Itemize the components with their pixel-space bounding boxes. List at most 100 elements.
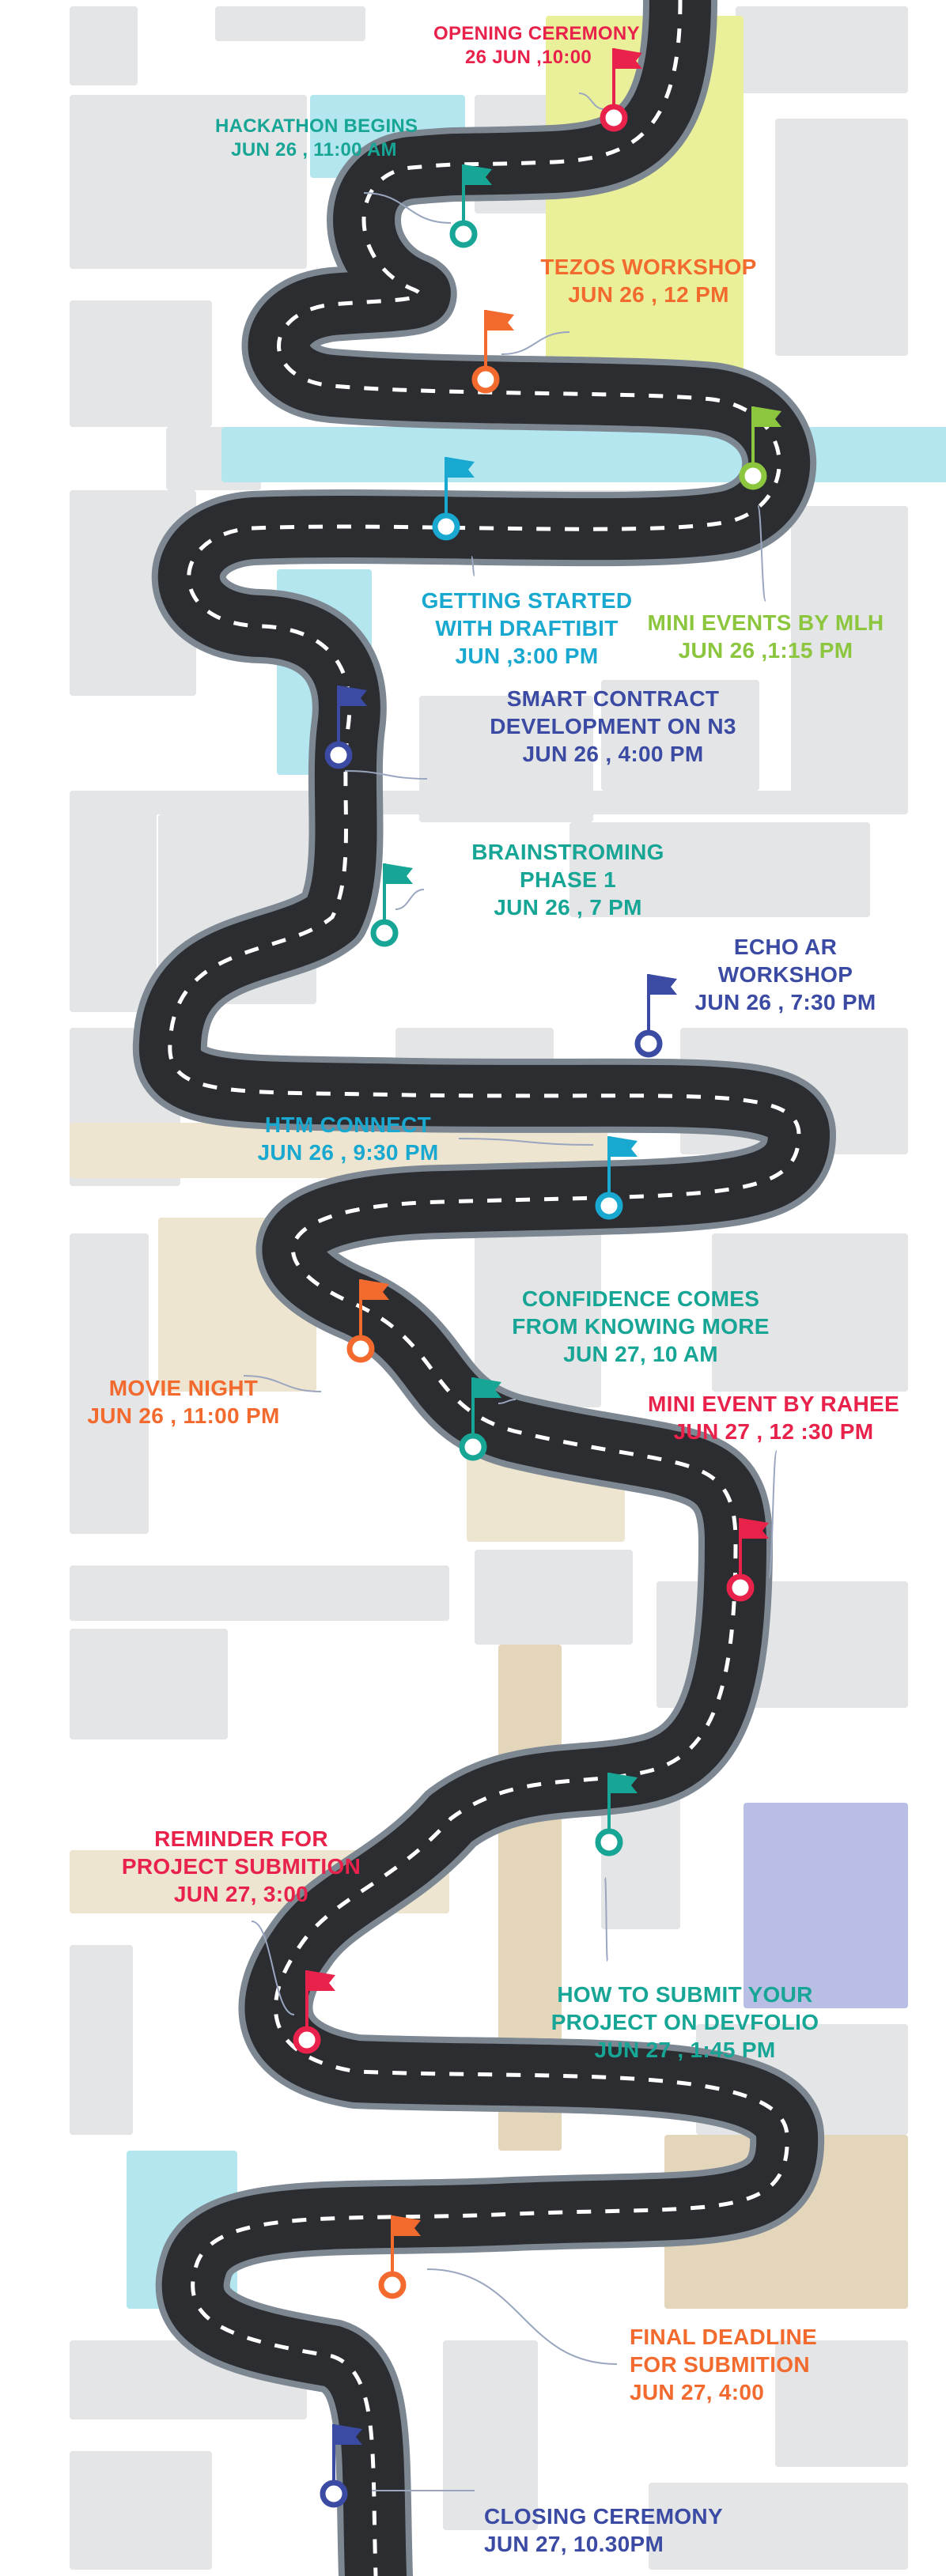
mini-events-mlh-label-line: MINI EVENTS BY MLH xyxy=(647,610,884,635)
tezos-workshop-connector xyxy=(501,331,570,355)
confidence-knowing-more-label-line: JUN 27, 10 AM xyxy=(563,1342,718,1366)
getting-started-draftbit-flag-icon xyxy=(446,457,475,478)
smart-contract-n3-label: SMART CONTRACT DEVELOPMENT ON N3 JUN 26 , … xyxy=(475,685,751,768)
tezos-workshop-label-line: JUN 26 , 12 PM xyxy=(568,282,729,307)
map-block xyxy=(775,2340,908,2467)
map-block xyxy=(70,2451,212,2570)
confidence-knowing-more-label-line: FROM KNOWING MORE xyxy=(512,1314,770,1339)
map-block xyxy=(70,791,157,1012)
map-block xyxy=(736,6,908,93)
smart-contract-n3-pin-marker xyxy=(324,741,353,769)
tezos-workshop-flag-icon xyxy=(486,310,514,330)
htm-connect-pin-marker xyxy=(595,1192,623,1220)
mini-event-rahee-pin-marker xyxy=(726,1573,755,1602)
mini-event-rahee-flag-icon xyxy=(740,1518,769,1539)
reminder-project-submission-flag xyxy=(293,1970,335,2054)
confidence-knowing-more-flag-icon xyxy=(473,1377,501,1398)
closing-ceremony-label-line: CLOSING CEREMONY xyxy=(484,2504,723,2529)
getting-started-draftbit-label-line: JUN ,3:00 PM xyxy=(455,644,599,668)
htm-connect-label-line: JUN 26 , 9:30 PM xyxy=(257,1140,439,1165)
tezos-workshop-label-line: TEZOS WORKSHOP xyxy=(540,255,757,279)
map-block xyxy=(475,1233,601,1407)
map-block xyxy=(70,95,307,269)
brainstorming-phase-1-flag-icon xyxy=(384,863,413,884)
reminder-project-submission-label-line: REMINDER FOR xyxy=(154,1826,328,1851)
smart-contract-n3-label-line: DEVELOPMENT ON N3 xyxy=(490,714,736,738)
map-block xyxy=(221,427,946,482)
final-deadline-connector xyxy=(426,2268,618,2365)
reminder-project-submission-pin-marker xyxy=(293,2026,321,2054)
movie-night-connector xyxy=(243,1375,322,1392)
getting-started-draftbit-label-line: WITH DRAFTIBIT xyxy=(435,616,619,640)
how-to-submit-devfolio-label-line: PROJECT ON DEVFOLIO xyxy=(551,2010,819,2034)
closing-ceremony-label-line: JUN 27, 10.30PM xyxy=(484,2532,664,2556)
getting-started-draftbit-flag xyxy=(432,457,475,541)
how-to-submit-devfolio-flag-icon xyxy=(609,1773,638,1793)
winding-road xyxy=(132,0,836,2576)
lane-markings xyxy=(168,0,801,2576)
map-block xyxy=(70,6,138,85)
map-block xyxy=(70,1945,133,2135)
echo-ar-workshop-pin-marker xyxy=(634,1029,663,1058)
closing-ceremony-label: CLOSING CEREMONY JUN 27, 10.30PM xyxy=(484,2502,745,2558)
tezos-workshop-flag xyxy=(471,310,514,394)
htm-connect-flag-icon xyxy=(609,1136,638,1157)
echo-ar-workshop-label-line: WORKSHOP xyxy=(717,962,853,987)
how-to-submit-devfolio-label-line: HOW TO SUBMIT YOUR xyxy=(557,1982,813,2007)
closing-ceremony-flag xyxy=(320,2424,362,2508)
getting-started-draftbit-connector xyxy=(471,556,475,576)
movie-night-label-line: JUN 26 , 11:00 PM xyxy=(87,1403,280,1428)
brainstorming-phase-1-label-line: PHASE 1 xyxy=(520,867,616,892)
closing-ceremony-pin-marker xyxy=(320,2480,348,2508)
movie-night-flag xyxy=(346,1279,389,1363)
smart-contract-n3-connector xyxy=(344,770,428,780)
reminder-project-submission-flag-icon xyxy=(307,1970,335,1991)
mini-events-mlh-connector xyxy=(757,505,766,602)
confidence-knowing-more-flag xyxy=(459,1377,501,1461)
map-block xyxy=(791,506,908,806)
event-flags xyxy=(293,48,781,2508)
movie-night-pin-marker xyxy=(346,1335,375,1363)
hackathon-begins-label-line: JUN 26 , 11:00 AM xyxy=(231,139,397,161)
confidence-knowing-more-label-line: CONFIDENCE COMES xyxy=(521,1286,760,1311)
how-to-submit-devfolio-pin-marker xyxy=(595,1828,623,1856)
echo-ar-workshop-label-line: ECHO AR xyxy=(733,935,838,959)
tezos-workshop-pin-marker xyxy=(471,365,500,394)
map-block xyxy=(601,680,759,791)
brainstorming-phase-1-flag xyxy=(370,863,413,947)
movie-night-label-line: MOVIE NIGHT xyxy=(108,1376,259,1400)
hackathon-begins-flag xyxy=(449,164,492,248)
reminder-project-submission-connector xyxy=(251,1921,295,2015)
smart-contract-n3-label-line: SMART CONTRACT xyxy=(506,686,720,711)
opening-ceremony-label-line: OPENING CEREMONY xyxy=(433,23,640,44)
opening-ceremony-flag xyxy=(600,48,642,132)
smart-contract-n3-flag xyxy=(324,686,367,769)
map-block xyxy=(744,1803,908,2008)
map-block xyxy=(70,300,212,427)
hackathon-begins-pin-marker xyxy=(449,220,478,248)
confidence-knowing-more-pin-marker xyxy=(459,1433,487,1461)
mini-event-rahee-label-line: JUN 27 , 12 :30 PM xyxy=(673,1419,874,1444)
map-block xyxy=(215,6,365,41)
htm-connect-connector xyxy=(458,1138,594,1146)
reminder-project-submission-label-line: PROJECT SUBMITION xyxy=(121,1854,361,1879)
opening-ceremony-flag-icon xyxy=(614,48,642,69)
how-to-submit-devfolio-connector xyxy=(604,1877,608,1962)
brainstorming-phase-1-label-line: JUN 26 , 7 PM xyxy=(494,895,642,920)
label-connectors xyxy=(243,93,778,2492)
opening-ceremony-pin-marker xyxy=(600,104,628,132)
mini-event-rahee-flag xyxy=(726,1518,769,1602)
echo-ar-workshop-flag-icon xyxy=(649,974,677,995)
tezos-workshop-label: TEZOS WORKSHOP JUN 26 , 12 PM xyxy=(538,253,759,308)
smart-contract-n3-label-line: JUN 26 , 4:00 PM xyxy=(522,742,704,766)
map-block xyxy=(775,119,908,356)
